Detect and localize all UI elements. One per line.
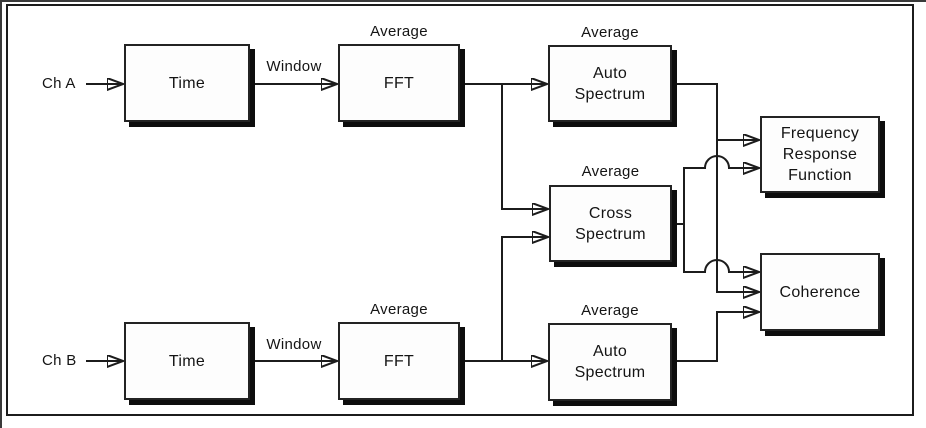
- input-label-ch-a: Ch A: [42, 75, 76, 92]
- node-time-a-label: Time: [168, 74, 206, 92]
- input-label-ch-b: Ch B: [42, 352, 77, 369]
- edge-label-window-b: Window: [266, 336, 322, 353]
- node-auto-spectrum-b-label: Auto Spectrum: [574, 343, 646, 381]
- node-time-b-label: Time: [168, 352, 206, 370]
- annotation-average-auto-a: Average: [581, 24, 639, 41]
- node-time-b: Time: [124, 322, 250, 400]
- annotation-average-fft-b: Average: [370, 301, 428, 318]
- diagram-frame: [6, 4, 914, 416]
- node-cross-spectrum: Cross Spectrum: [549, 185, 672, 262]
- node-auto-spectrum-b: Auto Spectrum: [548, 323, 672, 401]
- node-fft-a-label: FFT: [383, 74, 415, 92]
- annotation-average-fft-a: Average: [370, 23, 428, 40]
- node-fft-b-label: FFT: [383, 352, 415, 370]
- node-coherence: Coherence: [760, 253, 880, 331]
- node-fft-a: FFT: [338, 44, 460, 122]
- annotation-average-auto-b: Average: [581, 302, 639, 319]
- node-frequency-response-function: Frequency Response Function: [760, 116, 880, 193]
- node-time-a: Time: [124, 44, 250, 122]
- node-frequency-response-function-label: Frequency Response Function: [780, 125, 860, 184]
- node-coherence-label: Coherence: [779, 283, 861, 301]
- node-auto-spectrum-a: Auto Spectrum: [548, 45, 672, 122]
- node-auto-spectrum-a-label: Auto Spectrum: [574, 64, 646, 103]
- annotation-average-cross: Average: [581, 163, 640, 180]
- node-fft-b: FFT: [338, 322, 460, 400]
- node-cross-spectrum-label: Cross Spectrum: [575, 204, 646, 243]
- edge-label-window-a: Window: [266, 58, 322, 75]
